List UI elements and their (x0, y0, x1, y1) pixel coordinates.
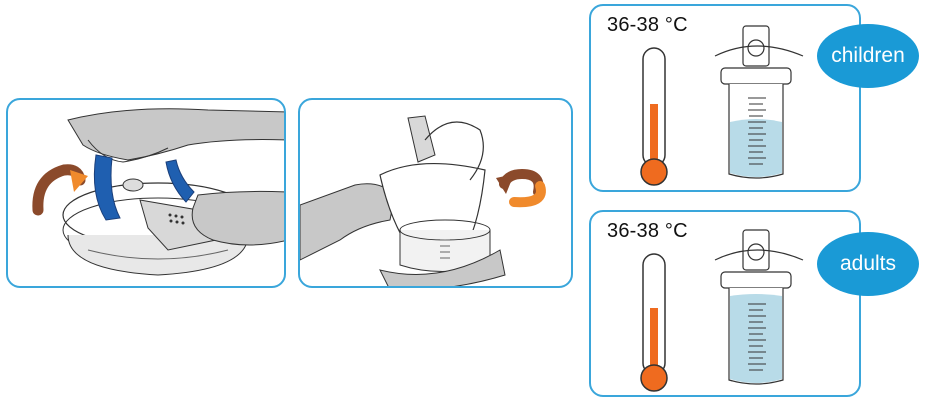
open-lid-illustration (8, 100, 286, 288)
jar-icon (715, 230, 803, 384)
thermometer-icon (641, 254, 667, 391)
adults-fill-panel: 36-38 °C adults (589, 210, 861, 397)
children-fill-panel: 36-38 °C children (589, 4, 861, 192)
step-open-lid-panel (6, 98, 286, 288)
adults-illustration (591, 212, 863, 399)
rotate-arrowhead-icon (496, 174, 514, 194)
rotate-arrow-tail-icon (514, 186, 541, 202)
thermometer-icon (641, 48, 667, 185)
jar-icon (715, 26, 803, 178)
step-fill-bag-panel (298, 98, 573, 288)
children-illustration (591, 6, 863, 194)
fill-bag-illustration (300, 100, 573, 288)
